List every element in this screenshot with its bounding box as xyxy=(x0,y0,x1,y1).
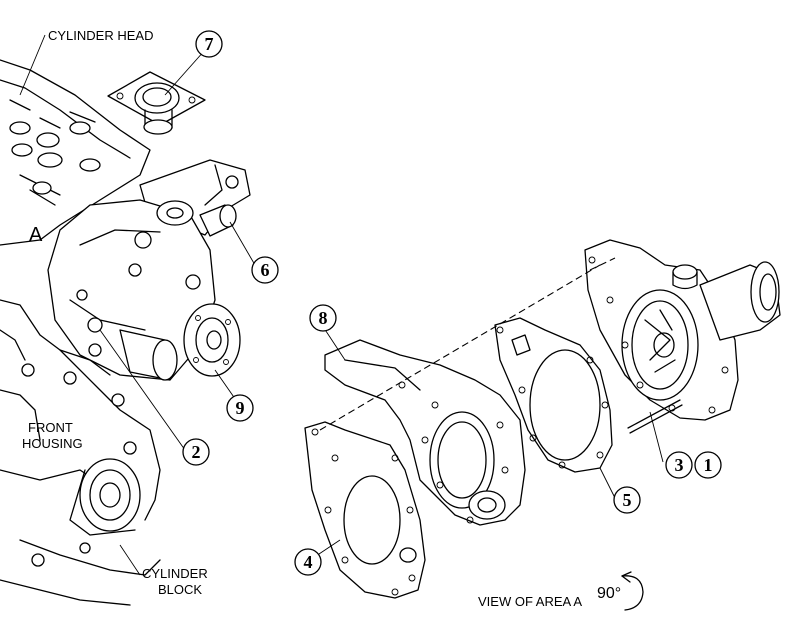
label-area-a: A xyxy=(29,224,43,246)
label-view-of-area: VIEW OF AREA A xyxy=(478,594,582,609)
rotate-arrow-icon xyxy=(621,571,644,611)
svg-text:3: 3 xyxy=(675,455,684,475)
valve-train xyxy=(9,99,101,206)
callout-3: 3 xyxy=(665,451,693,479)
svg-text:4: 4 xyxy=(304,552,313,572)
svg-text:1: 1 xyxy=(704,455,713,475)
water-pump-removed xyxy=(584,239,781,434)
svg-text:6: 6 xyxy=(261,260,270,280)
svg-text:8: 8 xyxy=(319,308,328,328)
callout-8: 8 xyxy=(309,304,337,332)
label-cylinder-head: CYLINDER HEAD xyxy=(48,28,153,43)
thermostat xyxy=(107,71,206,135)
callout-7: 7 xyxy=(195,30,223,58)
callout-5: 5 xyxy=(613,486,641,514)
svg-text:2: 2 xyxy=(192,442,201,462)
callout-2: 2 xyxy=(182,438,210,466)
label-front-housing-line2: HOUSING xyxy=(22,436,83,451)
svg-text:5: 5 xyxy=(623,490,632,510)
engine-assembly xyxy=(0,59,161,606)
callout-6: 6 xyxy=(251,256,279,284)
label-cylinder-block-line2: BLOCK xyxy=(158,582,202,597)
alignment-lines xyxy=(319,257,616,431)
label-rotation: 90° xyxy=(597,585,621,602)
installed-water-pump xyxy=(47,159,251,381)
gasket-5 xyxy=(494,317,613,473)
svg-text:7: 7 xyxy=(205,34,214,54)
gasket-4 xyxy=(304,421,426,599)
label-front-housing-line1: FRONT xyxy=(28,420,73,435)
callout-1: 1 xyxy=(694,451,722,479)
svg-text:9: 9 xyxy=(236,398,245,418)
callout-9: 9 xyxy=(226,394,254,422)
callout-4: 4 xyxy=(294,548,322,576)
label-cylinder-block-line1: CYLINDER xyxy=(142,566,208,581)
adapter-housing-8 xyxy=(324,339,526,526)
